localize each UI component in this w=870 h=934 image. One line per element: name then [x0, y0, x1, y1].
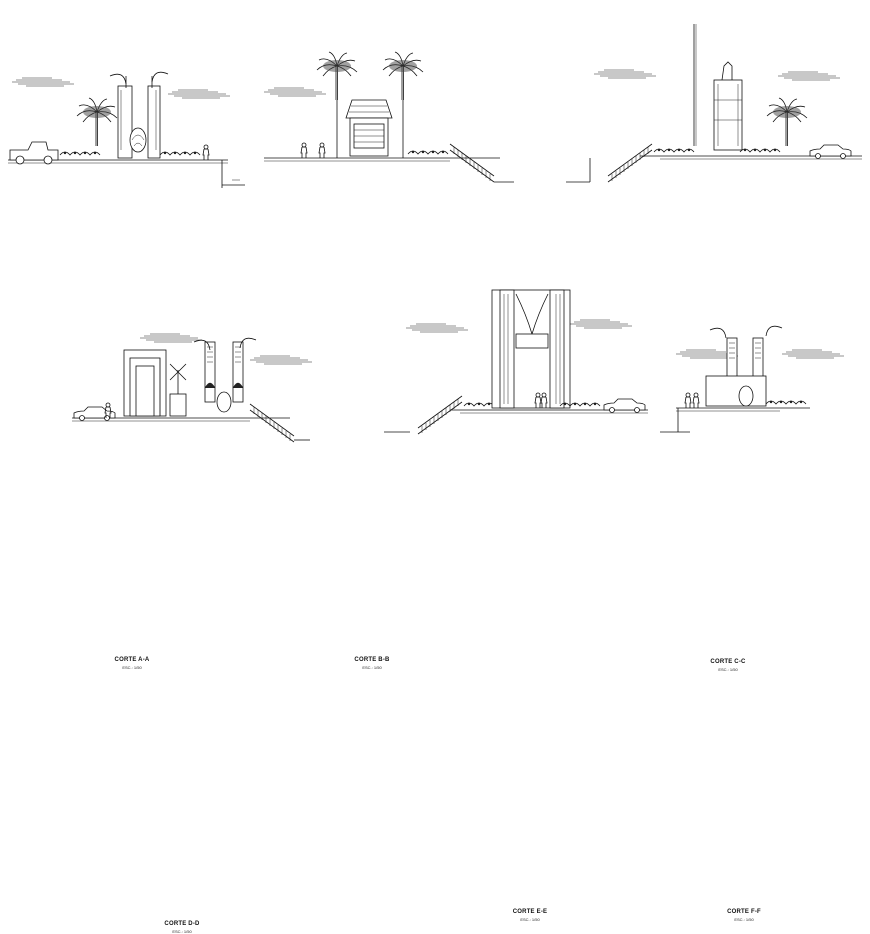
section-scale: ESC.: 1/50 — [718, 667, 738, 672]
section-e-drawing — [384, 289, 648, 435]
section-a-drawing — [8, 71, 245, 188]
section-scale: ESC.: 1/50 — [520, 917, 540, 922]
section-title: CORTE B-B — [354, 657, 390, 663]
section-b-drawing — [263, 51, 514, 183]
sections-drawing — [8, 24, 862, 443]
section-d-drawing — [72, 333, 313, 443]
section-title: CORTE F-F — [727, 909, 761, 915]
section-scale: ESC.: 1/50 — [172, 929, 192, 934]
drawing-sheet: CORTE A-A ESC.: 1/50 CORTE B-B ESC.: 1/5… — [8, 24, 862, 934]
section-scale: ESC.: 1/50 — [734, 917, 754, 922]
section-f-drawing — [660, 325, 845, 433]
section-scale: ESC.: 1/50 — [122, 665, 142, 670]
section-title: CORTE A-A — [114, 657, 150, 663]
section-title: CORTE C-C — [710, 659, 746, 665]
section-title: CORTE D-D — [164, 921, 200, 927]
section-title: CORTE E-E — [512, 909, 548, 915]
section-c-drawing — [566, 24, 862, 183]
section-scale: ESC.: 1/50 — [362, 665, 382, 670]
